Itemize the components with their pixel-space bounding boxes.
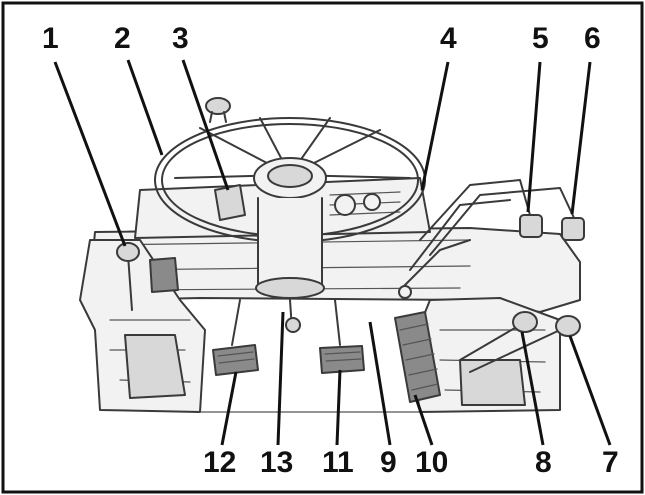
- leader-lines: [53, 59, 612, 446]
- leader-13: [276, 311, 285, 446]
- leader-3: [181, 59, 230, 191]
- callout-4: 4: [440, 22, 457, 55]
- callout-7: 7: [602, 446, 619, 479]
- lever-knob-6: [561, 217, 585, 241]
- callout-2: 2: [114, 22, 131, 55]
- leader-11: [335, 369, 342, 446]
- callout-10: 10: [415, 446, 448, 479]
- leader-12: [220, 371, 238, 446]
- callout-5: 5: [532, 22, 549, 55]
- leader-5: [526, 61, 542, 213]
- leader-9: [368, 321, 392, 446]
- lever-knob-7: [555, 315, 581, 337]
- illustration: [79, 97, 585, 413]
- callout-1: 1: [42, 22, 59, 55]
- callout-13: 13: [260, 446, 293, 479]
- left-lever-knob: [116, 242, 140, 262]
- callout-11: 11: [322, 446, 354, 479]
- callout-9: 9: [380, 446, 397, 479]
- lever-knob-8: [512, 311, 538, 333]
- callout-6: 6: [584, 22, 601, 55]
- leader-10: [413, 394, 434, 446]
- leader-1: [53, 61, 127, 247]
- callout-12: 12: [203, 446, 236, 479]
- lever-knob-5: [519, 214, 543, 238]
- leader-6: [570, 61, 592, 215]
- leader-2: [126, 59, 164, 156]
- leader-8: [520, 331, 545, 446]
- callout-3: 3: [172, 22, 189, 55]
- callout-8: 8: [535, 446, 552, 479]
- pedal-12: [212, 344, 259, 376]
- leader-4: [420, 61, 450, 191]
- leader-7: [568, 335, 612, 446]
- callout-labels: 1 2 3 4 5 6 7 8 9 10 11 12 13: [42, 22, 619, 479]
